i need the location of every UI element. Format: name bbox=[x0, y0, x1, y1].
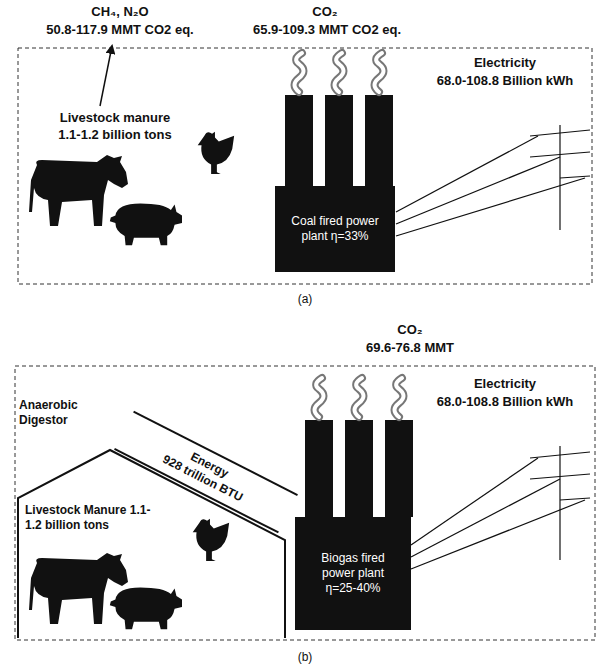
manure-label: Livestock Manure 1.1-1.2 billion tons bbox=[25, 503, 165, 533]
flow-label: Electricity bbox=[415, 55, 595, 71]
flow-label: 68.0-108.8 Billion kWh bbox=[415, 394, 595, 410]
chimneys bbox=[285, 95, 393, 187]
pig-figure bbox=[110, 588, 182, 630]
plant-label: Biogas fired power plant η=25-40% bbox=[305, 551, 401, 596]
cow-figure bbox=[29, 553, 128, 624]
flow-label: 69.6-76.8 MMT bbox=[340, 340, 480, 356]
panel-caption: (b) bbox=[280, 649, 330, 665]
digestor-heading: Anaerobic Digestor bbox=[19, 398, 114, 428]
coal-plant-box: Coal fired power plant η=33% bbox=[275, 186, 395, 272]
chimneys bbox=[305, 420, 413, 517]
smoke bbox=[295, 53, 384, 92]
system-boundary bbox=[15, 366, 595, 640]
flow-label: 1.1-1.2 billion tons bbox=[40, 127, 190, 143]
biogas-plant-box: Biogas fired power plant η=25-40% bbox=[295, 517, 411, 630]
flow-label: CO₂ bbox=[350, 322, 470, 338]
smoke bbox=[315, 378, 404, 417]
flow-label: CO₂ bbox=[270, 4, 380, 20]
chicken-figure bbox=[193, 519, 229, 561]
flow-label: 68.0-108.8 Billion kWh bbox=[415, 73, 595, 89]
flow-label: Electricity bbox=[415, 376, 595, 392]
flow-label: CH₄, N₂O bbox=[50, 4, 190, 20]
cow-figure bbox=[29, 155, 128, 226]
flow-label: Livestock manure bbox=[40, 110, 190, 126]
power-lines bbox=[411, 446, 590, 569]
pig-figure bbox=[110, 204, 182, 246]
power-lines bbox=[396, 125, 590, 236]
chicken-figure bbox=[198, 132, 234, 174]
emission-arrow bbox=[100, 46, 112, 106]
flow-label: 50.8-117.9 MMT CO2 eq. bbox=[15, 22, 225, 38]
plant-label: Coal fired power plant η=33% bbox=[285, 214, 385, 244]
panel-caption: (a) bbox=[280, 291, 330, 307]
flow-label: 65.9-109.3 MMT CO2 eq. bbox=[222, 22, 432, 38]
